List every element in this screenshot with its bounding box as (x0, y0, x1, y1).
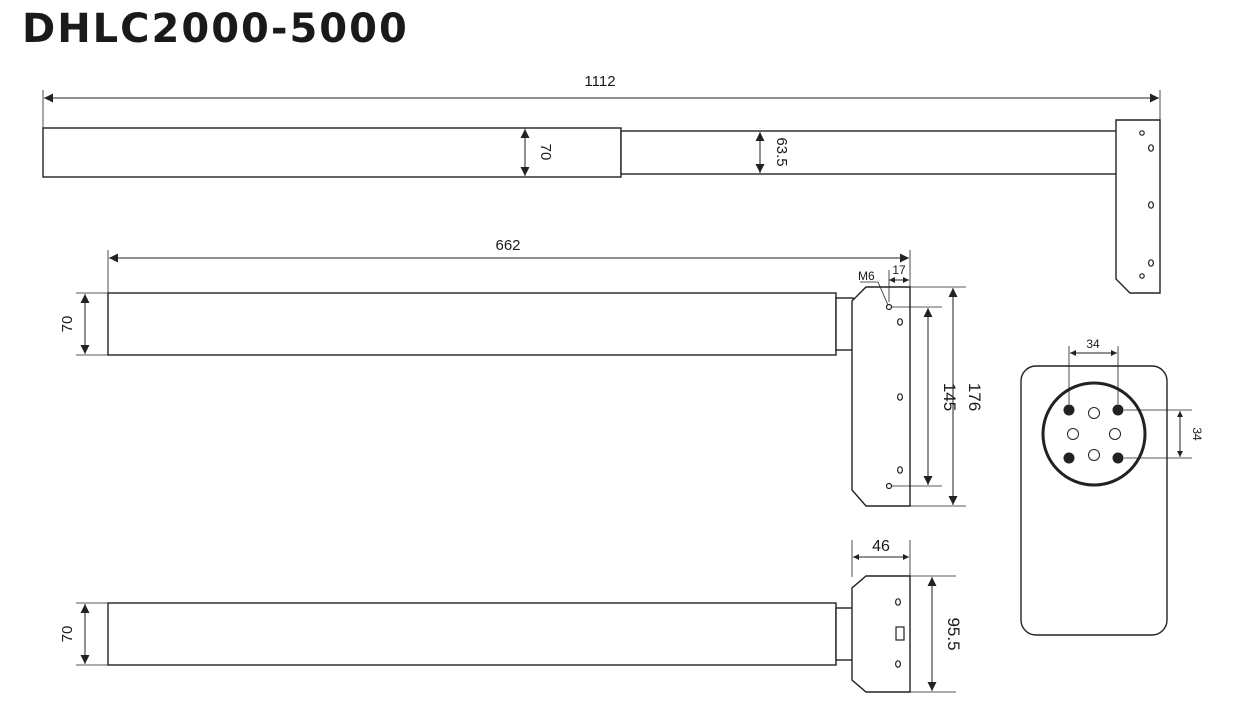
bracket-depth-label: 46 (872, 538, 890, 555)
pin-icon (1088, 449, 1100, 461)
pin-spacing-v-label: 34 (1190, 427, 1204, 441)
pin-spacing-h-label: 34 (1086, 337, 1100, 351)
pin-icon (1063, 452, 1075, 464)
connector-socket (1041, 381, 1147, 487)
inner-tube-top (620, 130, 1119, 175)
inner-tube-height-label: 63.5 (773, 137, 790, 166)
outer-tube-height-mid-label: 70 (59, 316, 76, 333)
end-bracket-top (1115, 119, 1161, 294)
extended-side-view: 1112 70 63.5 (42, 73, 1161, 294)
bracket-width-label: 95.5 (944, 617, 963, 650)
outer-tube-height-top-label: 70 (537, 144, 554, 161)
connector-end-view: 34 34 (1020, 337, 1204, 636)
drawing-title: DHLC2000-5000 (22, 6, 409, 52)
overall-length-label: 1112 (584, 73, 615, 90)
outer-tube-mid (107, 292, 837, 356)
outer-tube-length-label: 662 (495, 237, 520, 254)
collar-mid (835, 297, 854, 351)
outer-tube-height-bottom-label: 70 (59, 626, 76, 643)
pin-icon (1088, 407, 1100, 419)
outer-tube-bottom (107, 602, 837, 666)
pin-icon (1063, 404, 1075, 416)
retracted-side-view: 662 70 M6 17 145 176 (59, 237, 984, 507)
hole-spacing-label: 145 (940, 383, 959, 411)
pin-icon (1067, 428, 1079, 440)
hole-offset-label: 17 (892, 263, 906, 277)
m6-hole-icon (885, 303, 893, 311)
pin-icon (1112, 452, 1124, 464)
collar-bottom (835, 607, 854, 661)
bracket-height-label: 176 (965, 383, 984, 411)
pin-icon (1109, 428, 1121, 440)
outer-tube-top (42, 127, 622, 178)
thread-label: M6 (858, 269, 875, 283)
retracted-top-view: 46 70 95.5 (59, 538, 963, 693)
pin-icon (1112, 404, 1124, 416)
